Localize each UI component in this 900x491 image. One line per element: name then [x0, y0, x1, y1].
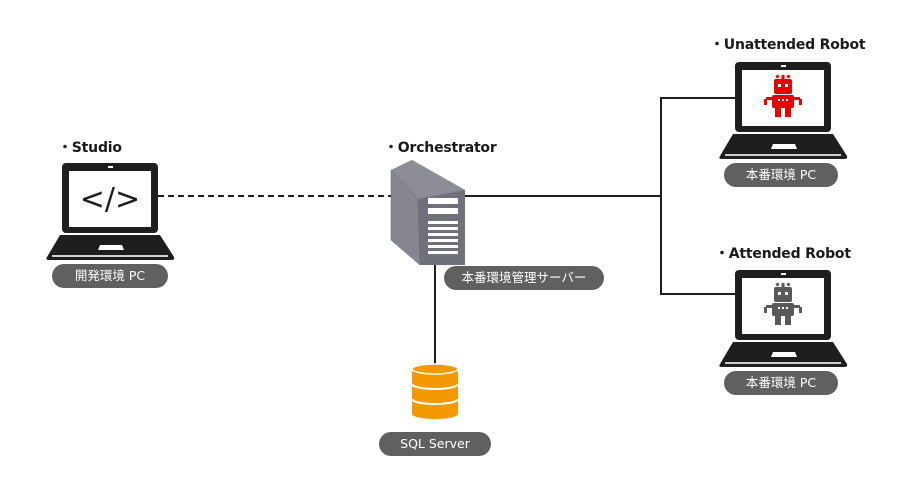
unattended-laptop-icon: [719, 62, 848, 159]
studio-title: ・Studio: [58, 140, 122, 156]
unattended-robot-title: ・Unattended Robot: [710, 37, 866, 53]
orchestrator-title: ・Orchestrator: [384, 140, 497, 156]
attended-laptop-icon: [719, 270, 848, 367]
attended-pc-label: 本番環境 PC: [724, 371, 838, 395]
edge-to-attended: [660, 196, 735, 295]
edge-to-unattended: [660, 97, 735, 196]
code-tag-icon: </>: [80, 182, 140, 217]
sql-server-label: SQL Server: [379, 432, 491, 456]
studio-laptop-icon: </>: [46, 163, 175, 260]
unattended-pc-label: 本番環境 PC: [724, 163, 838, 187]
robot-icon: [764, 282, 802, 325]
server-tower-icon: [390, 160, 465, 266]
studio-label: 開発環境 PC: [52, 264, 168, 288]
robot-icon: [764, 74, 802, 117]
orchestrator-label: 本番環境管理サーバー: [444, 266, 604, 290]
database-icon: [411, 363, 459, 419]
attended-robot-title: ・Attended Robot: [715, 246, 851, 262]
